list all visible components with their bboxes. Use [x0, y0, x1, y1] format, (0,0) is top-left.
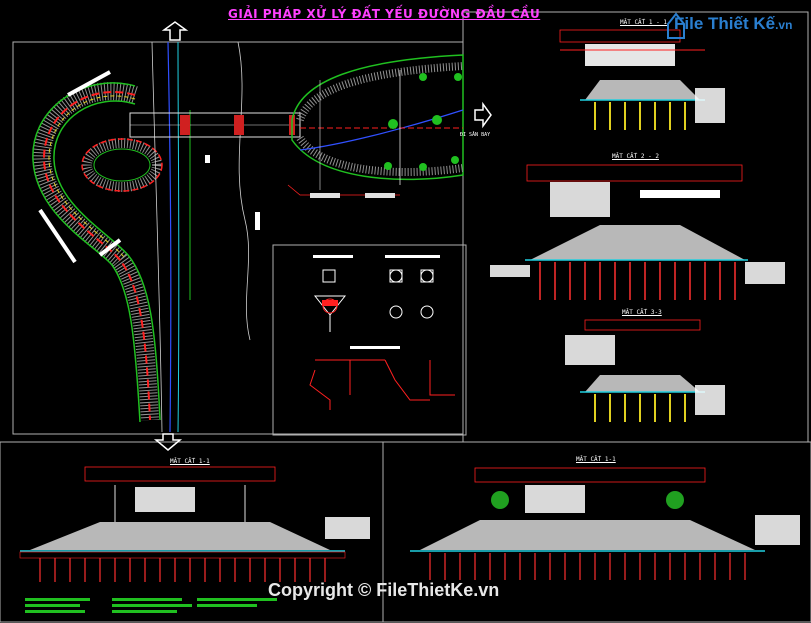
- section-2-2: [490, 164, 785, 300]
- embankment-bottom-right: [420, 520, 755, 550]
- piles-bottom-left: [39, 558, 326, 582]
- trees: [384, 73, 462, 171]
- tree-left-icon: [491, 491, 509, 509]
- embankment-bottom-left: [30, 522, 330, 550]
- direction-arrows: [153, 21, 492, 451]
- airport-direction-note: ĐI SÂN BAY: [460, 132, 491, 138]
- section-label-bottom-left: MẶT CẮT 1-1: [170, 458, 210, 465]
- section-bottom-right: [410, 467, 800, 580]
- arrow-up-icon: [161, 21, 189, 41]
- section-3-3: [565, 319, 725, 422]
- section-bottom-left: [19, 466, 370, 613]
- piles-bottom-right: [429, 553, 746, 580]
- river-line-blue: [167, 41, 172, 433]
- plan-view: [32, 41, 464, 433]
- tree-right-icon: [666, 491, 684, 509]
- logo-name: File Thiết Kế: [674, 14, 776, 33]
- embankment-3: [585, 375, 700, 392]
- arrow-down-icon: [153, 433, 183, 451]
- section-label-bottom-right: MẶT CẮT 1-1: [576, 456, 616, 463]
- section-label-1-1-top: MẶT CẮT 1 - 1: [620, 19, 667, 26]
- river-line-cyan: [177, 41, 180, 433]
- inner-loop-red: [81, 138, 163, 192]
- piles-1: [594, 102, 686, 130]
- road-slope-outer: [33, 82, 159, 421]
- right-road-slope: [296, 62, 464, 177]
- road-red-center: [42, 90, 151, 421]
- section-1-1-top: [559, 29, 725, 130]
- road-green-outer: [32, 82, 141, 423]
- right-road-section: [291, 54, 464, 181]
- detail-panel: [309, 255, 455, 410]
- logo-house-icon: [667, 12, 685, 39]
- drawing-title: GIẢI PHÁP XỬ LÝ ĐẤT YẾU ĐƯỜNG ĐẦU CẦU: [228, 7, 541, 21]
- road-yellow-edge: [48, 95, 136, 258]
- arrow-right-icon: [474, 101, 492, 129]
- section-label-3-3: MẶT CẮT 3-3: [622, 309, 662, 316]
- logo: [666, 6, 806, 46]
- logo-text: File Thiết Kế.vn: [674, 14, 792, 34]
- road-green-inner: [53, 100, 161, 421]
- piles-2: [539, 262, 736, 300]
- logo-domain: .vn: [775, 18, 793, 32]
- legend-bars: [25, 598, 277, 613]
- embankment-1: [585, 80, 700, 100]
- section-label-2-2: MẶT CẮT 2 - 2: [612, 153, 659, 160]
- inner-loop: [82, 138, 162, 192]
- embankment-2: [530, 225, 745, 260]
- copyright-watermark: Copyright © FileThietKe.vn: [268, 580, 500, 600]
- right-road-blue: [299, 109, 464, 151]
- bottom-right-frame: [382, 441, 811, 623]
- terrain-line: [237, 41, 251, 341]
- detail-frame: [272, 244, 467, 436]
- plan-labels: [38, 70, 122, 264]
- river-line-white: [151, 41, 163, 433]
- inner-loop-edge: [93, 148, 151, 182]
- piles-3: [594, 394, 686, 422]
